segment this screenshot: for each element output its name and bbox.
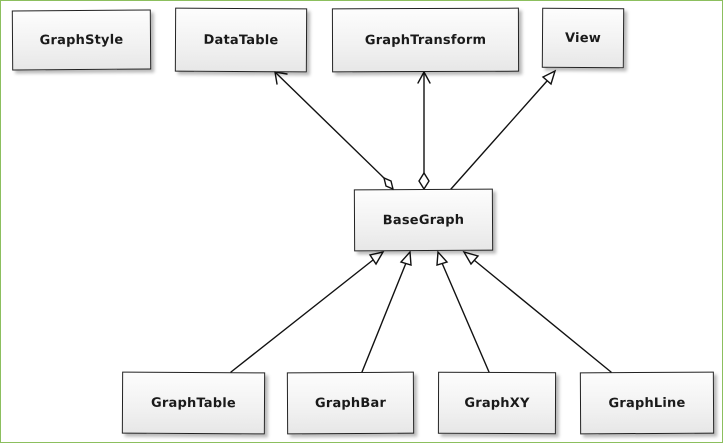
node-graphxy[interactable]: GraphXY xyxy=(437,371,557,435)
node-view[interactable]: View xyxy=(541,7,625,69)
node-graphbar[interactable]: GraphBar xyxy=(286,371,415,435)
edge-graphtable-basegraph xyxy=(230,250,385,373)
edge-graphxy-basegraph xyxy=(436,250,490,373)
node-datatable[interactable]: DataTable xyxy=(174,7,308,73)
node-graphtransform[interactable]: GraphTransform xyxy=(331,7,520,73)
edge-graphline-basegraph xyxy=(462,250,612,373)
edge-basegraph-datatable xyxy=(274,71,395,191)
node-graphtable[interactable]: GraphTable xyxy=(121,371,266,435)
node-basegraph[interactable]: BaseGraph xyxy=(353,188,494,252)
edge-basegraph-view xyxy=(450,69,557,190)
node-graphstyle[interactable]: GraphStyle xyxy=(11,9,152,71)
edge-graphbar-basegraph xyxy=(361,250,412,373)
node-graphline[interactable]: GraphLine xyxy=(579,371,715,435)
edge-basegraph-graphtransform xyxy=(417,70,431,191)
